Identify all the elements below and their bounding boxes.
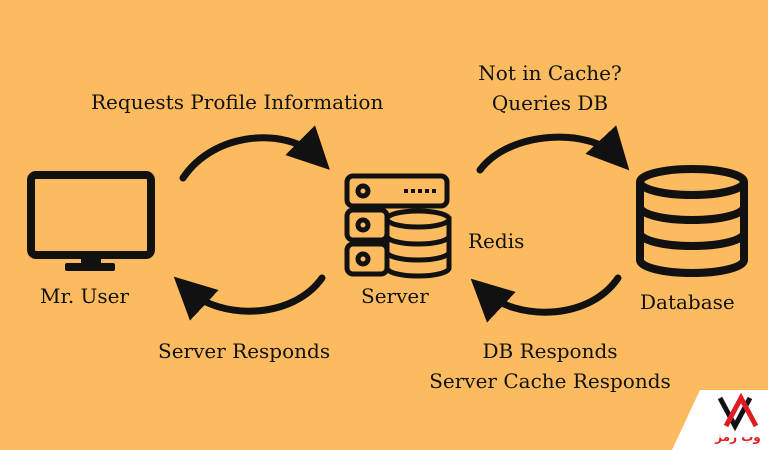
database-icon bbox=[636, 165, 748, 277]
server-cache-responds-label: Server Cache Responds bbox=[429, 369, 671, 393]
redis-database-icon bbox=[384, 208, 452, 279]
monitor-icon bbox=[27, 171, 155, 271]
logo-text: وب رمز bbox=[714, 430, 761, 445]
query-arrow bbox=[476, 125, 630, 174]
not-in-cache-label: Not in Cache? bbox=[478, 61, 622, 85]
db-responds-label: DB Responds bbox=[482, 339, 618, 363]
server-dots bbox=[404, 189, 436, 193]
request-arrow bbox=[179, 125, 330, 182]
user-label: Mr. User bbox=[40, 284, 130, 308]
server-rack-icon bbox=[344, 173, 450, 277]
server-label: Server bbox=[361, 284, 429, 308]
database-label: Database bbox=[640, 290, 735, 314]
redis-label: Redis bbox=[468, 229, 525, 253]
db-response-arrow bbox=[470, 274, 622, 323]
response-arrow bbox=[173, 274, 326, 321]
queries-db-label: Queries DB bbox=[491, 91, 609, 115]
server-responds-label: Server Responds bbox=[158, 339, 331, 363]
request-label: Requests Profile Information bbox=[91, 90, 384, 114]
webramz-logo: وب رمز bbox=[672, 390, 768, 450]
